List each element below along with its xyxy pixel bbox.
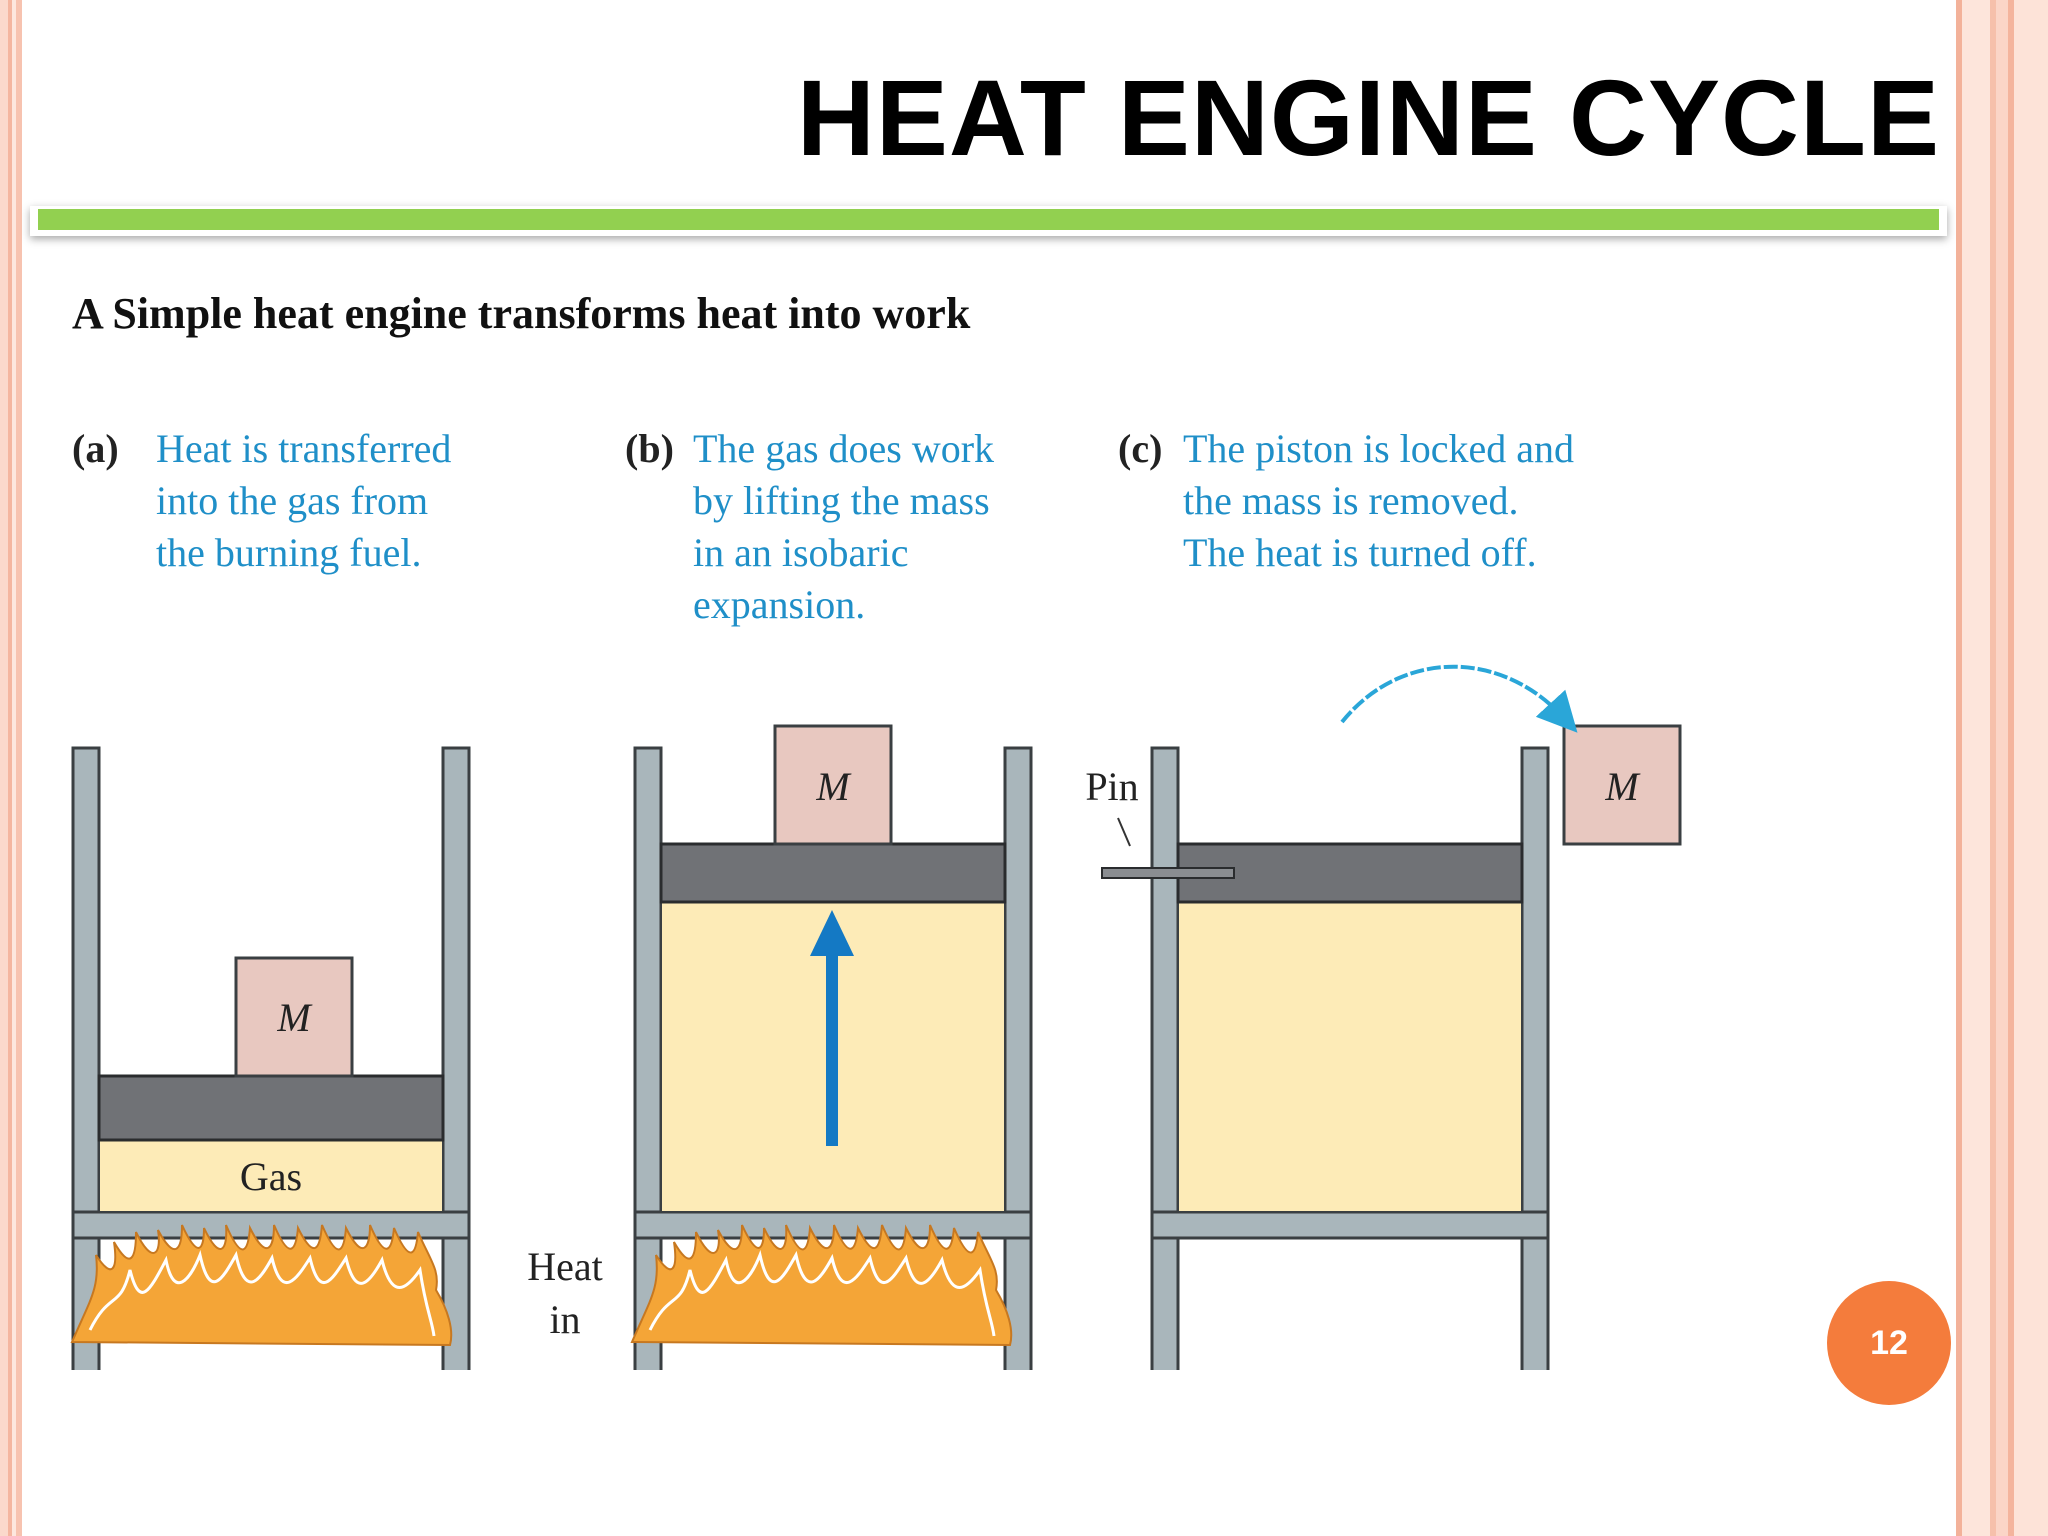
figure-heading: A Simple heat engine transforms heat int… (72, 289, 971, 338)
right-frame-border (1956, 0, 2048, 1536)
arrow-b-shaft (826, 946, 838, 1146)
caption-c-line-1: The piston is locked and (1183, 426, 1574, 471)
caption-b: (b) The gas does work by lifting the mas… (625, 426, 994, 627)
heat-in-label-2: in (549, 1297, 580, 1342)
cylinder-b-right-wall (1003, 746, 1033, 1370)
pin-label: Pin (1085, 764, 1138, 809)
heat-engine-figure: A Simple heat engine transforms heat int… (70, 289, 1682, 1370)
cylinder-c-left-wall (1150, 746, 1180, 1370)
caption-c-tag: (c) (1118, 426, 1162, 471)
cylinder-a-right-wall (441, 746, 471, 1370)
slide-title: HEAT ENGINE CYCLE (796, 57, 1940, 178)
panel-b-diagram: M (630, 724, 1033, 1370)
mass-b-label: M (815, 764, 852, 809)
caption-a: (a) Heat is transferred into the gas fro… (72, 426, 451, 575)
mass-b (773, 724, 893, 846)
mass-a (234, 956, 354, 1078)
caption-a-tag: (a) (72, 426, 119, 471)
removal-arrow (1340, 664, 1578, 733)
page-number-badge: 12 (1827, 1281, 1951, 1405)
cylinder-a-base (71, 1210, 471, 1240)
pin-leader-line (1117, 817, 1131, 847)
cylinder-c-right-wall (1520, 746, 1550, 1370)
cylinder-c-base (1150, 1210, 1550, 1240)
caption-c-line-2: the mass is removed. (1183, 478, 1519, 523)
cylinder-a-left-wall (71, 746, 101, 1370)
flames-a (70, 1224, 453, 1347)
caption-b-line-2: by lifting the mass (693, 478, 990, 523)
piston-b (659, 842, 1007, 904)
gas-label: Gas (240, 1154, 302, 1199)
left-frame-border (0, 0, 22, 1536)
mass-c-label: M (1604, 764, 1641, 809)
caption-b-line-1: The gas does work (693, 426, 994, 471)
piston-a (97, 1074, 445, 1142)
caption-a-line-2: into the gas from (156, 478, 428, 523)
locking-pin (1101, 867, 1235, 879)
caption-a-line-3: the burning fuel. (156, 530, 422, 575)
panel-c-diagram: Pin M (1085, 664, 1682, 1370)
flames-b (630, 1224, 1013, 1347)
piston-c (1176, 842, 1524, 904)
gas-a (98, 1139, 444, 1213)
caption-b-line-3: in an isobaric (693, 530, 909, 575)
title-divider (30, 206, 1947, 236)
mass-a-label: M (276, 995, 313, 1040)
caption-a-line-1: Heat is transferred (156, 426, 451, 471)
heat-in-label-1: Heat (527, 1244, 603, 1289)
arrow-b-head (810, 910, 854, 956)
caption-c-line-3: The heat is turned off. (1183, 530, 1537, 575)
caption-b-tag: (b) (625, 426, 674, 471)
caption-c: (c) The piston is locked and the mass is… (1118, 426, 1574, 575)
gas-c (1177, 901, 1523, 1213)
caption-b-line-4: expansion. (693, 582, 865, 627)
mass-c-removed (1562, 724, 1682, 846)
panel-a-diagram: Gas M (70, 746, 471, 1370)
